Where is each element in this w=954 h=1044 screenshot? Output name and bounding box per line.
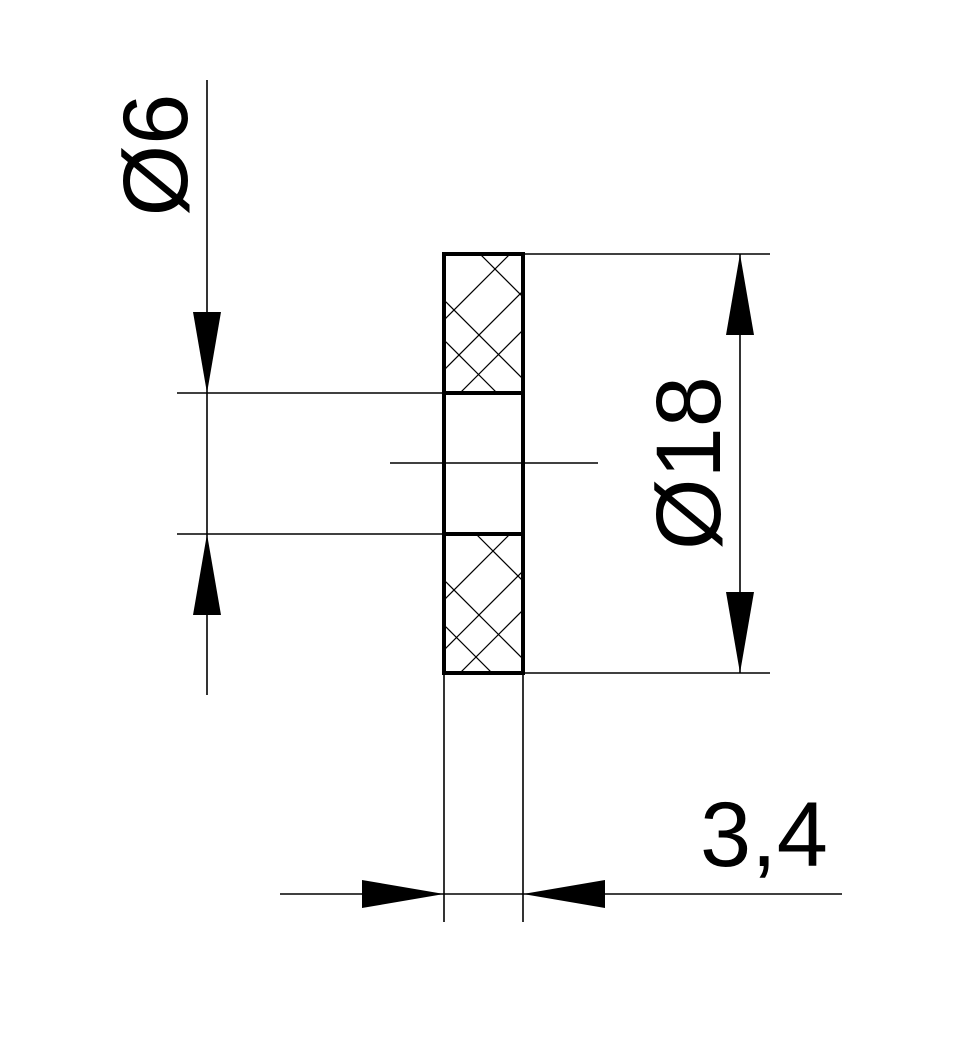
dimension-inner-diameter: Ø6 [105, 80, 444, 695]
thickness-label: 3,4 [700, 784, 828, 886]
washer-lower-section [442, 532, 525, 675]
arrow-down-icon [193, 312, 221, 393]
outer-diameter-label: Ø18 [638, 376, 740, 550]
arrow-down-icon [726, 592, 754, 673]
arrow-up-icon [193, 534, 221, 615]
dimension-thickness: 3,4 [280, 673, 842, 922]
arrow-left-icon [523, 880, 605, 908]
inner-diameter-label: Ø6 [105, 94, 207, 217]
washer-upper-section [442, 252, 525, 395]
arrow-up-icon [726, 254, 754, 335]
hatch-upper [446, 256, 521, 391]
arrow-right-icon [362, 880, 444, 908]
washer-lower-outline [442, 532, 525, 675]
dimension-outer-diameter: Ø18 [523, 253, 770, 674]
hatch-lower [446, 536, 521, 671]
washer-upper-outline [442, 252, 525, 395]
